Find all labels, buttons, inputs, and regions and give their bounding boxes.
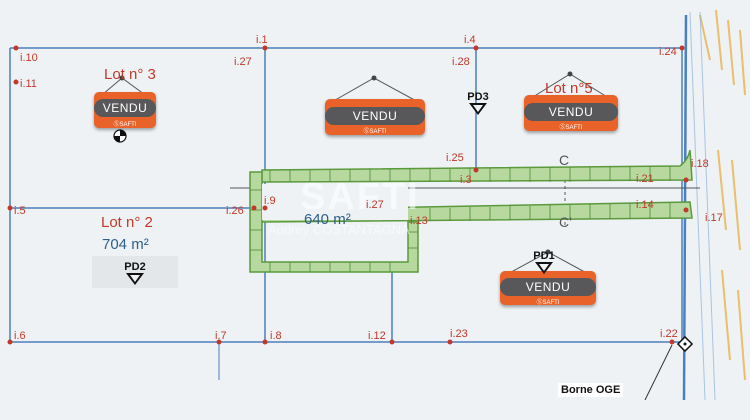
point-label-i1: i.1 [256, 34, 268, 46]
cut-label-c: C [559, 152, 570, 168]
pd2-marker: PD2 [119, 261, 151, 285]
point-label-i26: i.26 [226, 205, 244, 217]
point-label-i7: i.7 [215, 330, 227, 342]
borne-marker-icon [676, 335, 694, 353]
point-label-i23: i.23 [450, 328, 468, 340]
point-label-i12: i.12 [368, 330, 386, 342]
point-label-i14: i.14 [636, 199, 654, 211]
road-area: 640 m² [304, 211, 351, 228]
point-label-i11: i.11 [20, 78, 37, 90]
point-label-i18: i.18 [691, 158, 709, 170]
lot-2-label: Lot n° 2 [101, 214, 153, 231]
pavement-stripes [699, 9, 746, 381]
point-label-i17: i.17 [705, 212, 723, 224]
lot-2-area: 704 m² [102, 236, 149, 253]
pd2-label: PD2 [124, 261, 146, 273]
sign-pins [119, 71, 573, 255]
sold-sign-label: VENDU [94, 99, 156, 117]
point-label-i25: i.25 [446, 152, 464, 164]
survey-target-icon [113, 129, 127, 143]
lot-3-label: Lot n° 3 [104, 66, 156, 83]
sold-sign-brand: ⓈSAFTI [536, 300, 560, 306]
sold-sign-brand: ⓈSAFTI [113, 122, 137, 128]
point-label-i24: i.24 [659, 46, 677, 58]
point-label-i6: i.6 [14, 330, 26, 342]
point-label-i22: i.22 [660, 328, 678, 340]
point-label-i8: i.8 [270, 330, 282, 342]
lot-5-label: Lot n°5 [545, 80, 593, 97]
triangle-icon [126, 273, 144, 285]
access-road [249, 149, 693, 273]
point-label-i28: i.28 [452, 56, 470, 68]
sold-sign-lot-5: VENDU ⓈSAFTI [524, 95, 618, 131]
point-label-i5: i.5 [14, 205, 26, 217]
sold-sign-brand: ⓈSAFTI [363, 129, 387, 135]
point-label-i3: i.3 [460, 174, 472, 186]
pd3-marker: PD3 [462, 91, 494, 115]
watermark-logo: SAFTI [300, 176, 420, 218]
triangle-icon [535, 262, 553, 274]
sold-sign-label: VENDU [524, 103, 618, 121]
triangle-icon [469, 103, 487, 115]
point-label-i21: i.21 [636, 173, 654, 185]
cut-label-c-prime: C' [559, 214, 572, 230]
sold-sign-lot-3: VENDU ⓈSAFTI [94, 92, 156, 128]
faint-road-lines [689, 11, 716, 401]
boundary-points [7, 45, 689, 345]
watermark-agent: Audrey COSTANTAGNA [268, 222, 410, 237]
point-label-i10: i.10 [20, 52, 38, 64]
borne-oge-label: Borne OGE [558, 383, 624, 397]
pd3-label: PD3 [467, 91, 489, 103]
point-label-i27-mid: i.27 [366, 199, 384, 211]
point-label-i4: i.4 [464, 34, 476, 46]
point-label-i27-top: i.27 [234, 56, 252, 68]
point-label-i9: i.9 [264, 195, 276, 207]
sold-sign-label: VENDU [325, 107, 425, 125]
sold-sign-label: VENDU [500, 278, 596, 296]
pd1-marker: PD1 [528, 250, 560, 274]
point-label-i13: i.13 [410, 215, 428, 227]
sold-sign-road: VENDU ⓈSAFTI [325, 99, 425, 135]
pd1-label: PD1 [533, 250, 555, 262]
sold-sign-lot-1: VENDU ⓈSAFTI [500, 271, 596, 306]
sold-sign-brand: ⓈSAFTI [559, 125, 583, 131]
